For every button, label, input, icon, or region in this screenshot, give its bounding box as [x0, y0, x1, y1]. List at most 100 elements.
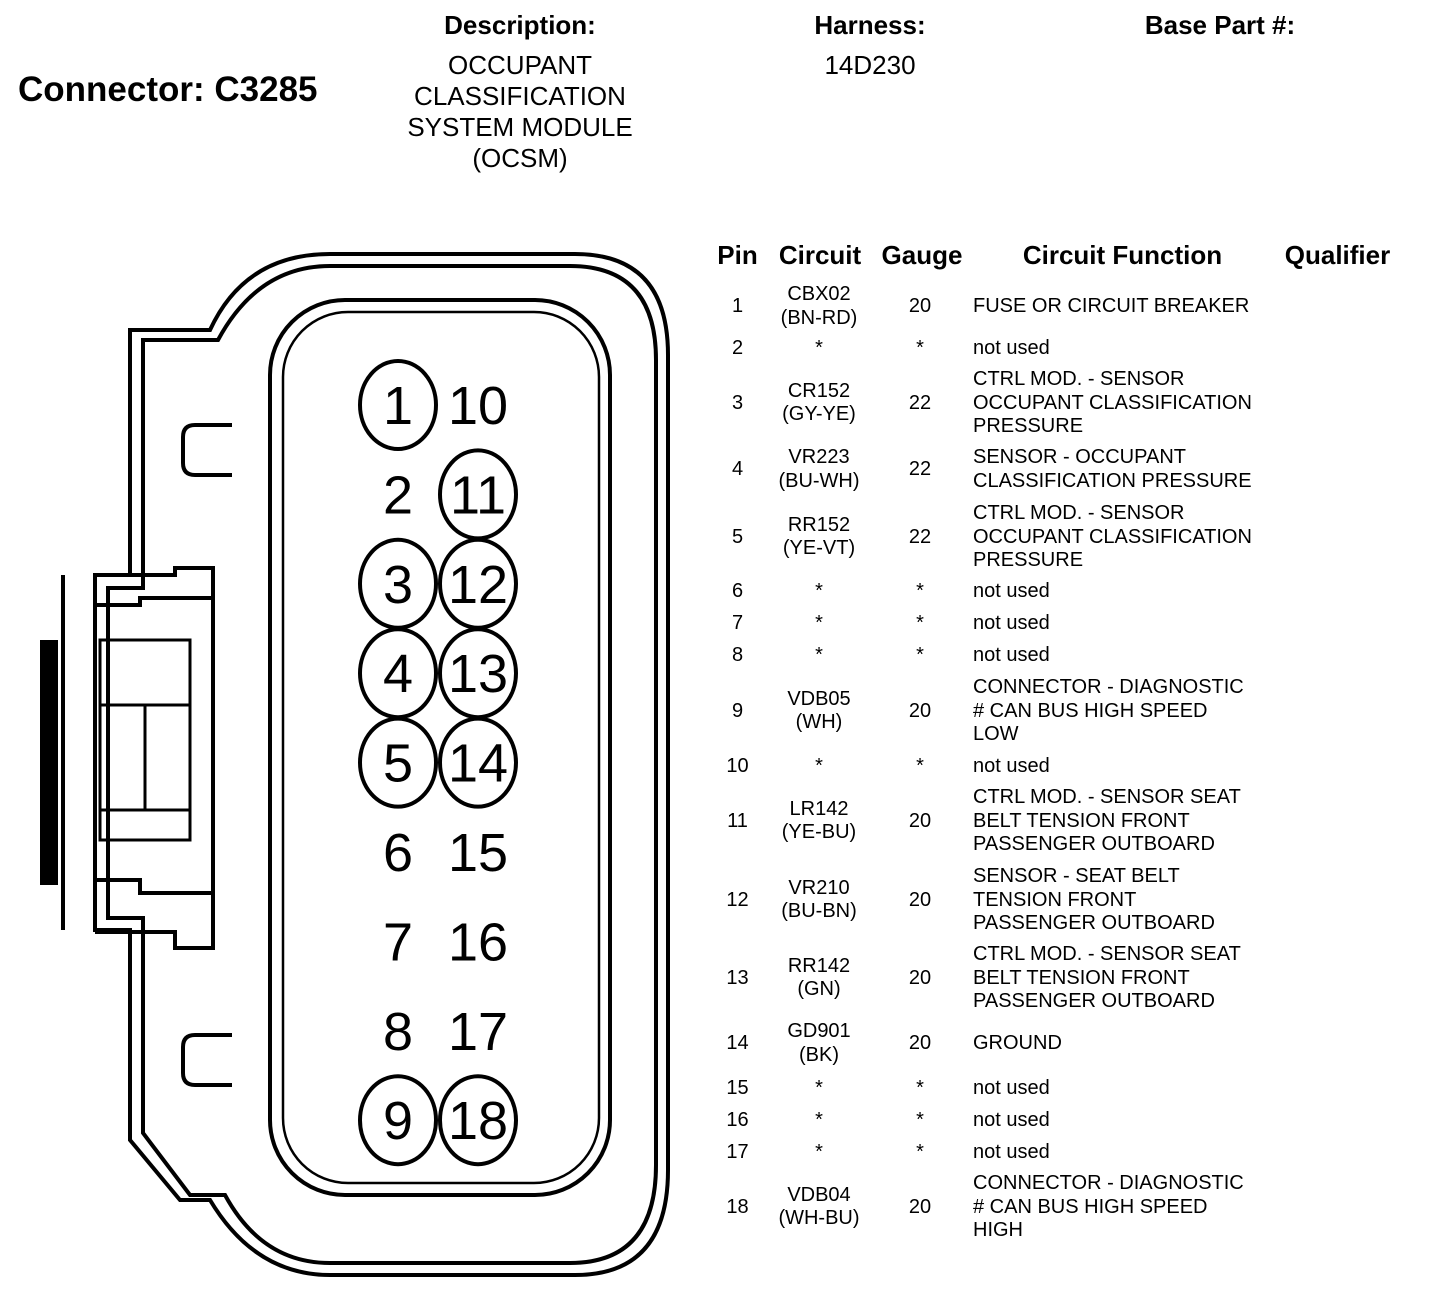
circuit-function-cell: GROUND: [973, 1032, 1303, 1056]
circuit-function-line: CTRL MOD. - SENSOR SEAT: [973, 786, 1241, 808]
circuit-cell: VR210(BU-BN): [775, 877, 863, 924]
pin-number-text: 4: [731, 457, 744, 480]
pin-number-text: 3: [731, 391, 744, 414]
pin-number-text: 1: [731, 294, 744, 317]
connector-title: Connector: C3285: [18, 70, 318, 109]
pin-number: 14: [700, 1032, 775, 1056]
gauge-cell: 20: [880, 700, 960, 724]
pin-label: 11: [450, 465, 506, 525]
pin-number: 3: [700, 392, 775, 416]
circuit-function-line: CONNECTOR - DIAGNOSTIC: [973, 676, 1244, 698]
circuit-cell: VR223(BU-WH): [775, 446, 863, 493]
gauge-cell: *: [880, 644, 960, 668]
pin-number: 18: [700, 1196, 775, 1220]
circuit-line: (BU-WH): [778, 469, 860, 492]
gauge-cell: *: [880, 755, 960, 779]
pin-number: 7: [700, 612, 775, 636]
description-header: Description:: [444, 10, 596, 40]
circuit-function-line: SENSOR - SEAT BELT: [973, 865, 1180, 887]
gauge-cell: *: [880, 580, 960, 604]
circuit-function-line: # CAN BUS HIGH SPEED: [973, 699, 1208, 722]
table-row: 17**not used: [700, 1139, 1420, 1167]
column-header-qualifier: Qualifier: [1284, 240, 1391, 270]
gauge-text: 20: [908, 966, 932, 989]
circuit-cell: *: [775, 1141, 863, 1165]
circuit-function-line: PASSENGER OUTBOARD: [973, 990, 1215, 1012]
description-line: OCCUPANT: [448, 50, 592, 80]
gauge-cell: *: [880, 1141, 960, 1165]
column-header-circuit-function: Circuit Function: [1022, 240, 1223, 270]
pin-circle: [358, 359, 438, 451]
circuit-function-cell: not used: [973, 337, 1303, 361]
pin-number: 13: [700, 967, 775, 991]
column-header-circuit: Circuit: [778, 240, 862, 270]
table-row: 7 * * not used: [700, 610, 1420, 638]
gauge-text: 20: [908, 294, 932, 317]
circuit-function-line: not used: [973, 755, 1050, 778]
pin-number-text: 16: [726, 1109, 749, 1132]
pin-number-text: 18: [726, 1195, 749, 1218]
circuit-line: *: [815, 644, 823, 667]
pin-label: 8: [383, 1002, 413, 1062]
circuit-cell: *: [775, 1077, 863, 1101]
circuit-line: LR142: [789, 797, 849, 820]
gauge-text: *: [916, 612, 924, 635]
circuit-line: *: [815, 1109, 823, 1132]
circuit-function-line: SENSOR - OCCUPANT: [973, 446, 1186, 468]
circuit-line: *: [815, 1141, 823, 1164]
circuit-cell: RR152(YE-VT): [775, 514, 863, 561]
circuit-cell: *: [775, 755, 863, 779]
circuit-function-line: BELT TENSION FRONT: [973, 966, 1190, 989]
pin-number: 6: [700, 580, 775, 604]
pin-number-text: 5: [731, 525, 744, 548]
description-value: OCCUPANT CLASSIFICATION SYSTEM MODULE (O…: [380, 50, 660, 174]
pin-label: 5: [383, 734, 413, 794]
gauge-text: 22: [908, 457, 932, 480]
pin-number-text: 13: [726, 966, 749, 989]
circuit-line: *: [815, 580, 823, 603]
pin-number-text: 8: [731, 644, 744, 667]
pin-label: 4: [383, 644, 413, 704]
gauge-cell: 20: [880, 1196, 960, 1220]
pin-number: 10: [700, 755, 775, 779]
pin-number: 4: [700, 458, 775, 482]
pin-label: 2: [383, 465, 413, 525]
circuit-cell: LR142(YE-BU): [775, 798, 863, 845]
circuit-cell: CR152(GY-YE): [775, 380, 863, 427]
circuit-function-cell: not used: [973, 580, 1303, 604]
circuit-cell: CBX02(BN-RD): [775, 283, 863, 330]
gauge-text: *: [916, 755, 924, 778]
circuit-line: RR142: [787, 954, 851, 977]
circuit-function-line: TENSION FRONT: [973, 888, 1137, 911]
circuit-function-line: FUSE OR CIRCUIT BREAKER: [973, 294, 1250, 317]
pin-circle-group: [358, 359, 518, 1167]
gauge-text: *: [916, 1141, 924, 1164]
circuit-line: *: [815, 612, 823, 635]
circuit-cell: *: [775, 1109, 863, 1133]
circuit-line: CR152: [787, 379, 851, 402]
gauge-cell: *: [880, 1077, 960, 1101]
circuit-function-line: not used: [973, 580, 1050, 603]
pin-label: 12: [448, 555, 508, 615]
circuit-line: (BU-BN): [781, 900, 857, 923]
circuit-function-line: not used: [973, 612, 1050, 635]
gauge-cell: 20: [880, 967, 960, 991]
circuit-function-line: not used: [973, 644, 1050, 667]
circuit-line: RR152: [787, 513, 851, 536]
pin-label: 16: [448, 912, 508, 972]
gauge-text: 20: [908, 888, 932, 911]
gauge-cell: *: [880, 1109, 960, 1133]
pin-number-text: 11: [727, 809, 748, 832]
circuit-function-cell: not used: [973, 1141, 1303, 1165]
circuit-function-line: HIGH: [973, 1219, 1023, 1241]
circuit-function-cell: not used: [973, 1077, 1303, 1101]
circuit-function-line: # CAN BUS HIGH SPEED: [973, 1195, 1208, 1218]
pin-label: 18: [448, 1091, 508, 1151]
gauge-cell: 20: [880, 889, 960, 913]
circuit-line: (GN): [797, 978, 841, 1001]
circuit-cell: VDB05(WH): [775, 688, 863, 735]
